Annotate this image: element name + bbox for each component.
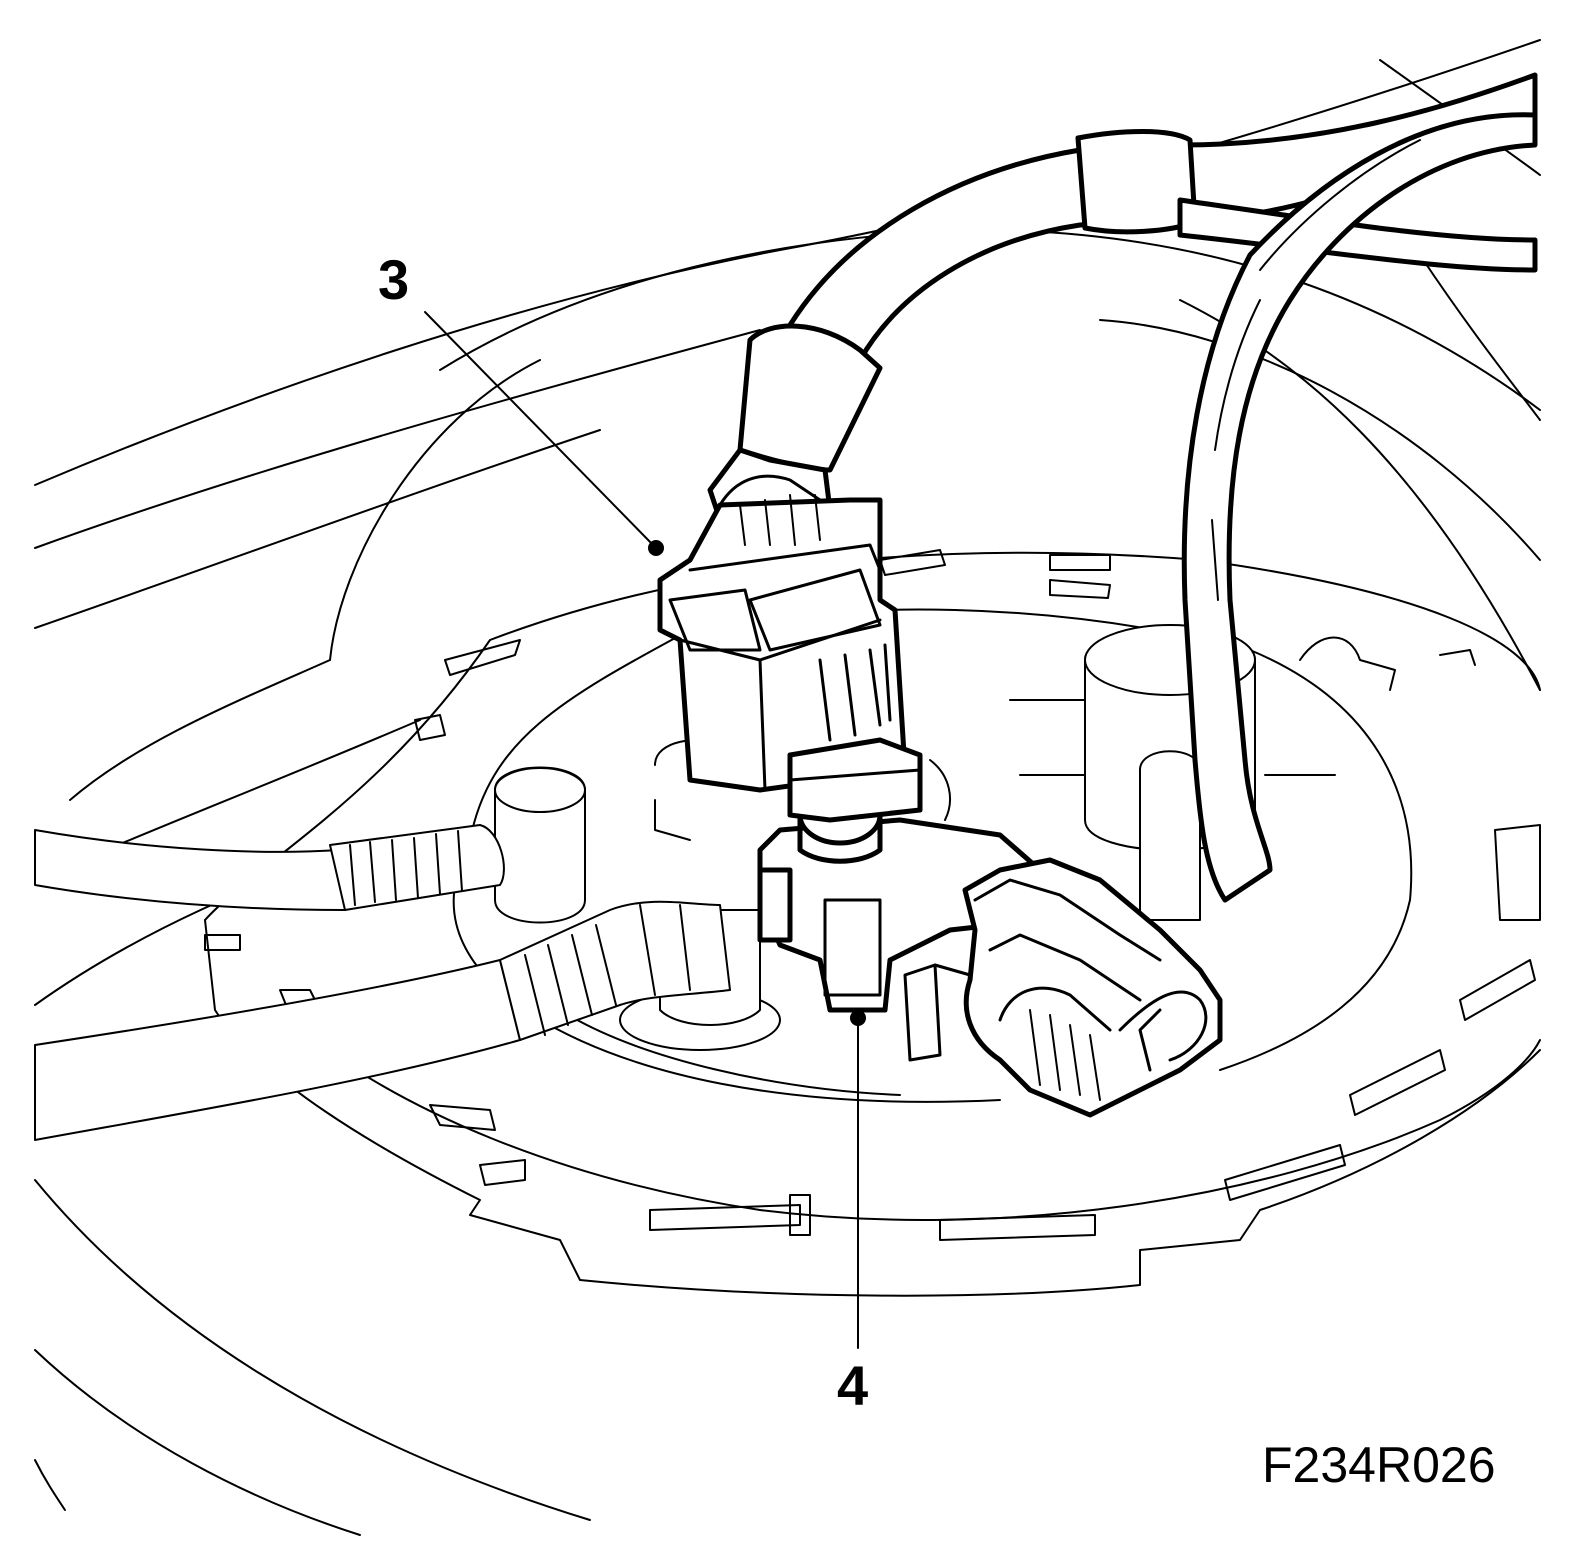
connector-4	[757, 737, 1043, 1062]
figure-code: F234R026	[1262, 1437, 1496, 1493]
callout-leaders	[424, 311, 866, 1349]
callout-3-dot	[648, 540, 664, 556]
callout-label-4: 4	[837, 1354, 869, 1417]
background-body-lines	[34, 39, 1541, 1536]
clip-connector	[962, 857, 1223, 1118]
callout-4-dot	[850, 1010, 866, 1026]
fuel-hoses	[34, 824, 731, 1141]
connector-3	[657, 474, 908, 793]
callout-label-3: 3	[378, 248, 410, 311]
